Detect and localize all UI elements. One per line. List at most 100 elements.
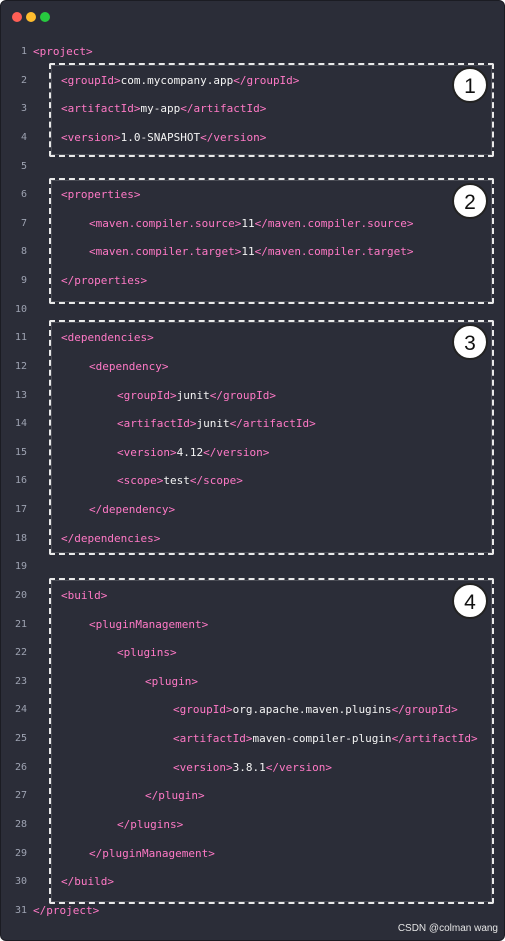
code-line: 14<artifactId>junit</artifactId> [1, 414, 504, 434]
line-number: 7 [20, 217, 27, 229]
line-number: 29 [14, 847, 27, 859]
xml-close-tag: </artifactId> [229, 417, 316, 431]
code-line: 7<maven.compiler.source>11</maven.compil… [1, 214, 504, 234]
xml-open-tag: <project> [33, 45, 93, 58]
xml-text-value: test [163, 474, 190, 488]
code-line: 16 <scope>test</scope> [1, 471, 504, 491]
xml-close-tag: </groupId> [391, 703, 458, 717]
code-line: 11 <dependencies> [1, 328, 504, 348]
code-content: <project> [33, 42, 93, 62]
code-line: 1 <project> [1, 42, 504, 62]
code-line: 30</build> [1, 872, 504, 892]
callout-badge-4: 4 [452, 583, 488, 619]
code-line: 20 <build> [1, 586, 504, 606]
xml-open-tag: <dependencies> [61, 331, 154, 345]
minimize-window-icon[interactable] [26, 12, 36, 22]
xml-open-tag: <artifactId> [173, 732, 253, 746]
code-content: </plugin> [145, 786, 205, 806]
code-content: <plugin> [145, 672, 198, 692]
code-content: <version>1.0-SNAPSHOT</version> [61, 128, 266, 148]
code-line: 13 <groupId>junit</groupId> [1, 386, 504, 406]
code-content: <version>4.12</version> [117, 443, 269, 463]
line-number: 23 [14, 675, 27, 687]
line-number: 22 [14, 647, 27, 659]
xml-open-tag: <version> [61, 130, 121, 144]
line-number: 20 [14, 589, 27, 601]
xml-open-tag: <maven.compiler.source> [89, 216, 242, 230]
xml-open-tag: <dependency> [89, 359, 169, 373]
xml-open-tag: </plugins> [117, 818, 184, 831]
code-line: 4 <version>1.0-SNAPSHOT</version> [1, 128, 504, 148]
xml-open-tag: <maven.compiler.target> [89, 245, 242, 259]
xml-close-tag: </maven.compiler.target> [254, 245, 414, 259]
line-number: 26 [14, 761, 27, 773]
code-content: <artifactId>maven-compiler-plugin</artif… [173, 729, 478, 749]
xml-text-value: 11 [241, 245, 255, 259]
xml-text-value: junit [176, 388, 210, 402]
xml-open-tag: </dependency> [89, 503, 176, 517]
code-line: 23 <plugin> [1, 672, 504, 692]
xml-open-tag: </project> [33, 903, 100, 917]
code-line: 27 </plugin> [1, 786, 504, 806]
code-content: <scope>test</scope> [117, 471, 243, 491]
code-line: 29 </pluginManagement> [1, 844, 504, 864]
xml-close-tag: </version> [203, 445, 270, 459]
line-number: 3 [20, 103, 27, 115]
line-number: 27 [14, 790, 27, 802]
line-number: 15 [14, 446, 27, 458]
code-line: 10 [1, 300, 504, 320]
close-window-icon[interactable] [12, 12, 22, 22]
xml-close-tag: </groupId> [209, 388, 276, 402]
code-content: <dependencies> [61, 328, 154, 348]
section-box-1 [49, 63, 494, 157]
code-content: <maven.compiler.target>11</maven.compile… [89, 242, 414, 262]
code-line: 6<properties> [1, 185, 504, 205]
line-number: 11 [14, 332, 27, 344]
maximize-window-icon[interactable] [40, 12, 50, 22]
callout-badge-3: 3 [452, 324, 488, 360]
code-content: <build> [61, 586, 107, 606]
line-number: 12 [14, 360, 27, 372]
code-content: </project> [33, 901, 99, 921]
xml-text-value: my-app [140, 102, 181, 116]
watermark: CSDN @colman wang [397, 923, 498, 934]
xml-text-value: 11 [241, 216, 255, 230]
code-line: 26 <version>3.8.1</version> [1, 758, 504, 778]
code-content: </dependency> [89, 500, 175, 520]
line-number: 18 [14, 532, 27, 544]
xml-open-tag: <artifactId> [117, 417, 197, 431]
callout-badge-2: 2 [452, 183, 488, 219]
code-content: <artifactId>junit</artifactId> [117, 414, 316, 434]
code-content: <groupId>org.apache.maven.plugins</group… [173, 700, 458, 720]
line-number: 16 [14, 475, 27, 487]
code-content: <version>3.8.1</version> [173, 758, 332, 778]
code-content: </build> [61, 872, 114, 892]
line-number: 13 [14, 389, 27, 401]
xml-open-tag: <pluginManagement> [89, 617, 209, 631]
line-number: 25 [14, 733, 27, 745]
code-line: 15 <version>4.12</version> [1, 443, 504, 463]
section-box-4 [49, 578, 494, 904]
code-content: <dependency> [89, 357, 168, 377]
xml-text-value: 3.8.1 [232, 760, 266, 774]
code-line: 31 </project> [1, 901, 504, 921]
line-number: 2 [20, 74, 27, 86]
xml-close-tag: </version> [200, 130, 267, 144]
code-line: 18</dependencies> [1, 529, 504, 549]
code-content: </pluginManagement> [89, 844, 215, 864]
line-number: 4 [20, 131, 27, 143]
code-line: 2 <groupId>com.mycompany.app</groupId> [1, 71, 504, 91]
code-line: 9</properties> [1, 271, 504, 291]
code-line: 3<artifactId>my-app</artifactId> [1, 99, 504, 119]
xml-open-tag: <build> [61, 588, 108, 602]
code-line: 8<maven.compiler.target>11</maven.compil… [1, 242, 504, 262]
xml-open-tag: </properties> [61, 274, 148, 288]
xml-close-tag: </version> [265, 760, 332, 774]
code-line: 21<pluginManagement> [1, 615, 504, 635]
section-box-2 [49, 178, 494, 304]
line-number: 1 [20, 46, 27, 57]
xml-open-tag: <groupId> [61, 73, 121, 87]
line-number: 31 [14, 904, 27, 916]
xml-open-tag: <groupId> [117, 388, 177, 402]
code-content: <groupId>com.mycompany.app</groupId> [61, 71, 299, 91]
